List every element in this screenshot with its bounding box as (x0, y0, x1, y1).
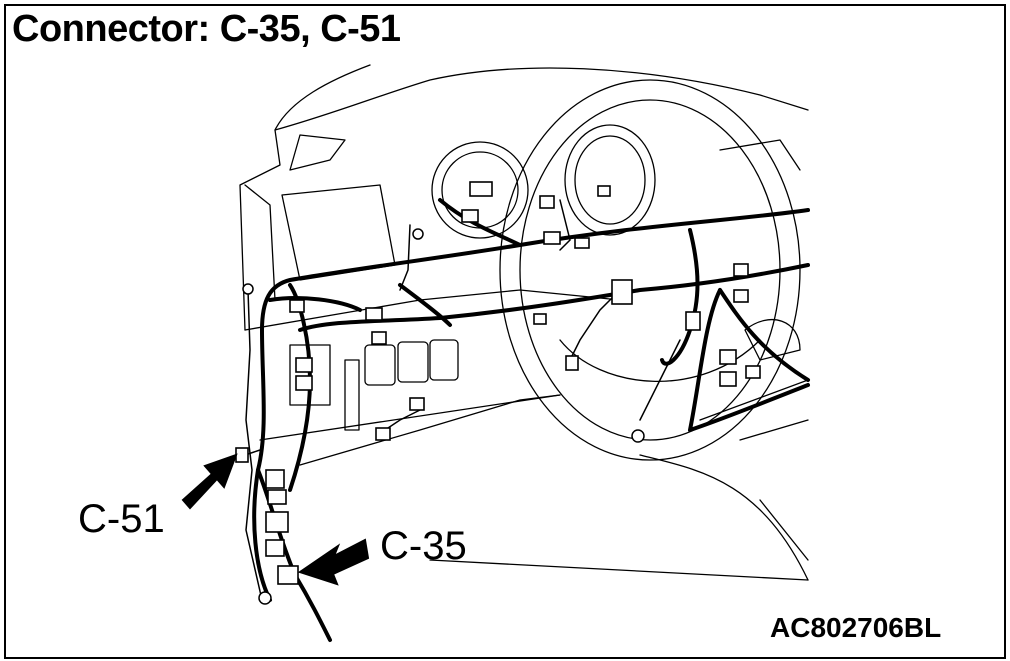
figure-code: AC802706BL (770, 612, 942, 643)
c35-arrow (297, 538, 370, 586)
callout-c51-label: C-51 (78, 497, 165, 541)
wiring-harness (252, 198, 810, 642)
connector-c51-location (235, 447, 249, 463)
connectors (235, 181, 761, 585)
steering-wheel (499, 79, 801, 461)
connector-title: Connector: C-35, C-51 (12, 8, 401, 50)
figure-frame (4, 4, 1006, 659)
connector-c35-location (277, 565, 299, 585)
callout-c35-label: C-35 (380, 524, 467, 568)
c51-arrow (181, 453, 238, 510)
dashboard-outline (239, 64, 371, 331)
